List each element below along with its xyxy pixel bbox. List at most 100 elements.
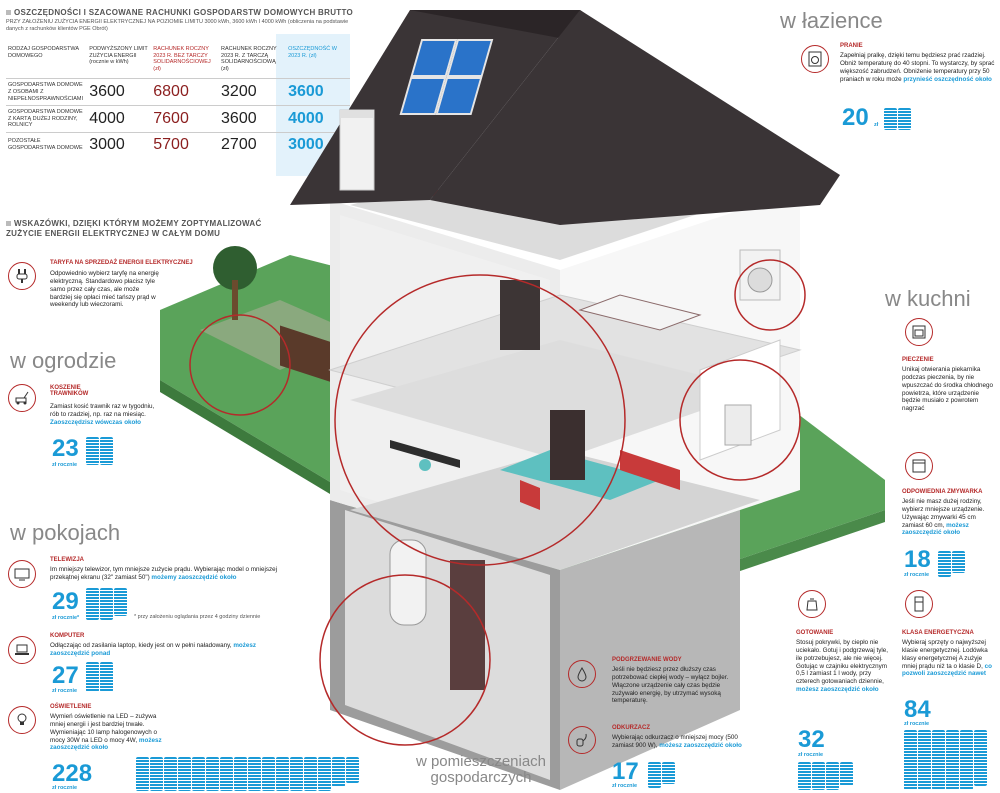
coin-stacks — [648, 762, 675, 788]
garden-circle — [189, 314, 291, 416]
tip-text: Im mniejszy telewizor, tym mniejsze zuży… — [50, 566, 278, 581]
tip-title: TELEWIZJA — [50, 557, 84, 563]
bill-no-shield-cell: 7600 — [151, 105, 220, 133]
plug-icon — [8, 262, 36, 290]
tips-title: WSKAZÓWKI, DZIĘKI KTÓRYM MOŻEMY ZOPTYMAL… — [6, 219, 262, 239]
saving-value: 23 — [52, 435, 79, 462]
tip-title: PIECZENIE — [902, 357, 934, 363]
kitchen-circle — [679, 359, 801, 481]
table-header: RODZAJ GOSPODARSTWA DOMOWEGO — [8, 46, 79, 59]
savings-table: RODZAJ GOSPODARSTWA DOMOWEGO PODWYŻSZONY… — [6, 44, 350, 157]
footnote: * przy założeniu oglądania przez 4 godzi… — [134, 614, 261, 620]
saving-unit: zł rocznie — [904, 572, 930, 578]
tip-title: KOSZENIE TRAWNIKÓW — [50, 385, 89, 397]
saving-unit: zł rocznie — [52, 688, 78, 694]
water-drop-icon — [568, 660, 596, 688]
tv-icon — [8, 560, 36, 588]
tree — [213, 246, 257, 290]
tip-title: OŚWIETLENIE — [50, 704, 92, 710]
coin-stacks — [938, 551, 965, 577]
utility-circle — [319, 574, 491, 746]
limit-cell: 4000 — [87, 105, 152, 133]
room-label-utility: w pomieszczeniach gospodarczych — [415, 753, 547, 786]
tip-text: Stosuj pokrywki, by ciepło nie uciekało.… — [796, 639, 889, 694]
sofa — [620, 450, 680, 490]
tip-title: KOMPUTER — [50, 633, 85, 639]
tip-text: Wybieraj sprzęty o najwyższej klasie ene… — [902, 639, 992, 678]
bill-no-shield-cell: 6800 — [151, 78, 220, 106]
saving-unit: zł rocznie — [52, 785, 78, 791]
bathroom-circle — [734, 259, 806, 331]
room-label-kitchen: w kuchni — [885, 286, 971, 311]
vacuum-icon — [568, 726, 596, 754]
savings-title: OSZCZĘDNOŚCI I SZACOWANE RACHUNKI GOSPOD… — [6, 8, 353, 17]
fridge-icon — [905, 590, 933, 618]
coin-stacks — [86, 588, 127, 620]
tip-text: Zamiast kosić trawnik raz w tygodniu, ró… — [50, 403, 155, 426]
solar-panels — [399, 39, 494, 115]
tip-title: TARYFA NA SPRZEDAŻ ENERGII ELEKTRYCZNEJ — [50, 260, 193, 266]
coin-stacks — [86, 662, 113, 692]
saving-unit: zł rocznie — [904, 721, 930, 727]
saving-value: 20 — [842, 104, 869, 131]
bill-shield-cell: 3200 — [219, 78, 287, 106]
tip-text: Wybierając odkurzacz o mniejszej mocy (5… — [612, 734, 742, 749]
tip-text: Jeśli nie będziesz przez dłuższy czas po… — [612, 666, 729, 705]
bill-no-shield-cell: 5700 — [151, 131, 220, 157]
table-row: POZOSTAŁE GOSPODARSTWA DOMOWE 3000 5700 … — [6, 131, 350, 157]
row-label: POZOSTAŁE GOSPODARSTWA DOMOWE — [6, 131, 88, 157]
house-illustration — [160, 10, 885, 790]
coin-stacks — [798, 762, 853, 790]
tip-title: KLASA ENERGETYCZNA — [902, 630, 974, 636]
roof-main — [430, 10, 840, 225]
tip-title: GOTOWANIE — [796, 630, 834, 636]
table-header: OSZCZĘDNOŚĆ W 2023 R. (zł) — [288, 46, 337, 59]
saving-value: 18 — [904, 546, 931, 573]
saving-value: 84 — [904, 696, 931, 723]
room-label-garden: w ogrodzie — [10, 348, 117, 373]
kettle-icon — [798, 590, 826, 618]
table-header: RACHUNEK ROCZNY 2023 R. Z TARCZĄ SOLIDAR… — [221, 46, 277, 72]
lightbulb-icon — [8, 706, 36, 734]
limit-cell: 3600 — [87, 78, 152, 106]
saving-unit: zł rocznie — [798, 752, 824, 758]
savings-cell: 3600 — [286, 78, 350, 106]
tip-title: PODGRZEWANIE WODY — [612, 657, 682, 663]
tip-text: Odpowiednio wybierz taryfę na energię el… — [50, 270, 159, 309]
boiler — [389, 539, 427, 626]
table-row: GOSPODARSTWA DOMOWE Z OSOBAMI Z NIEPEŁNO… — [6, 78, 350, 106]
dishwasher-icon — [905, 452, 933, 480]
lawnmower-icon — [8, 384, 36, 412]
savings-subtitle: PRZY ZAŁOŻENIU ZUŻYCIA ENERGII ELEKTRYCZ… — [6, 19, 349, 32]
tip-text: Jeśli nie masz dużej rodziny, wybierz mn… — [902, 498, 985, 537]
rooms-circle — [334, 274, 626, 566]
chimney — [339, 109, 375, 191]
tip-title: ODPOWIEDNIA ZMYWARKA — [902, 489, 983, 495]
bill-shield-cell: 3600 — [219, 105, 287, 133]
coin-stacks — [136, 757, 359, 791]
tip-text: Zapełniaj pralkę, dzięki temu będziesz p… — [840, 52, 995, 83]
coin-stacks — [86, 437, 113, 465]
saving-value: 32 — [798, 726, 825, 753]
tip-title: PRANIE — [840, 43, 863, 49]
washing-machine-icon — [801, 45, 829, 73]
row-label: GOSPODARSTWA DOMOWE Z OSOBAMI Z NIEPEŁNO… — [6, 78, 88, 106]
saving-value: 27 — [52, 662, 79, 689]
row-label: GOSPODARSTWA DOMOWE Z KARTĄ DUŻEJ RODZIN… — [6, 105, 88, 133]
laptop-icon — [8, 636, 36, 664]
room-label-rooms: w pokojach — [10, 520, 121, 545]
saving-unit: zł rocznie* — [52, 615, 80, 621]
saving-value: 29 — [52, 588, 79, 615]
tip-text: Unikaj otwierania piekarnika podczas pie… — [902, 366, 994, 413]
saving-unit: zł rocznie — [612, 783, 638, 789]
saving-unit: zł rocznie — [52, 462, 78, 468]
tip-title: ODKURZACZ — [612, 725, 650, 731]
table-header: PODWYŻSZONY LIMIT ZUŻYCIA ENERGII (roczn… — [89, 46, 148, 66]
table-header-row: RODZAJ GOSPODARSTWA DOMOWEGO PODWYŻSZONY… — [6, 44, 350, 79]
tip-text: Wymień oświetlenie na LED – zużywa mniej… — [50, 713, 162, 752]
saving-unit: zł — [874, 122, 879, 128]
saving-value: 228 — [52, 760, 93, 787]
room-label-bathroom: w łazience — [780, 8, 883, 33]
coin-stacks — [884, 108, 911, 130]
bill-shield-cell: 2700 — [219, 131, 287, 157]
